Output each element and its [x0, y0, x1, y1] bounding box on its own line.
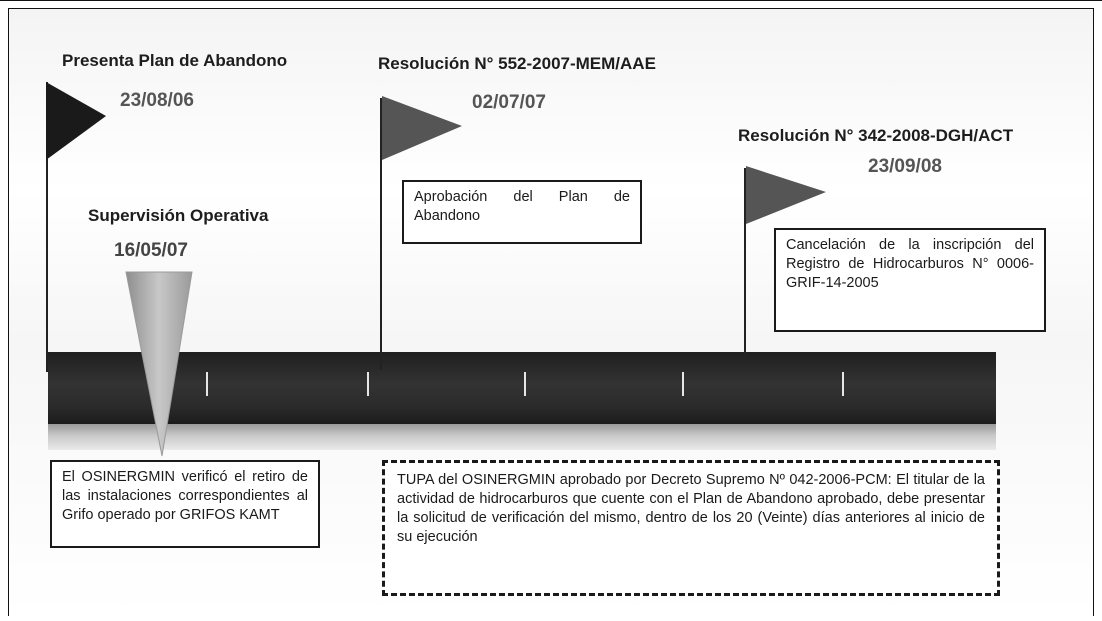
gray-flag-icon [746, 166, 826, 224]
milestone-1-title: Presenta Plan de Abandono [62, 51, 288, 70]
note-aprobacion: Aprobación del Plan de Abandono [402, 180, 642, 244]
timeline-tick [367, 372, 369, 396]
black-flag-icon [46, 82, 106, 160]
note-cancelacion: Cancelación de la inscripción del Regist… [774, 228, 1046, 332]
milestone-2-title: Supervisión Operativa [88, 206, 269, 225]
note-osinergmin: El OSINERGMIN verificó el retiro de las … [50, 460, 320, 548]
milestone-1-pole [46, 82, 48, 372]
milestone-3-date: 02/07/07 [472, 92, 546, 113]
milestone-1-date: 23/08/06 [120, 90, 194, 111]
milestone-4-date: 23/09/08 [868, 156, 942, 177]
gray-flag-icon [382, 96, 462, 160]
note-tupa: TUPA del OSINERGMIN aprobado por Decreto… [382, 460, 1000, 596]
timeline-reflection [48, 424, 996, 450]
milestone-4-pole [744, 168, 746, 358]
milestone-4-title: Resolución N° 342-2008-DGH/ACT [738, 126, 1014, 145]
timeline-tick [206, 372, 208, 396]
diagram-frame [8, 8, 1094, 616]
top-rule [0, 0, 1102, 1]
timeline-tick [842, 372, 844, 396]
milestone-2-date: 16/05/07 [114, 240, 188, 261]
triangle-marker-icon [125, 271, 193, 457]
milestone-3-pole [380, 98, 382, 370]
timeline-tick [682, 372, 684, 396]
milestone-3-title: Resolución N° 552-2007-MEM/AAE [378, 54, 656, 73]
timeline-tick [524, 372, 526, 396]
